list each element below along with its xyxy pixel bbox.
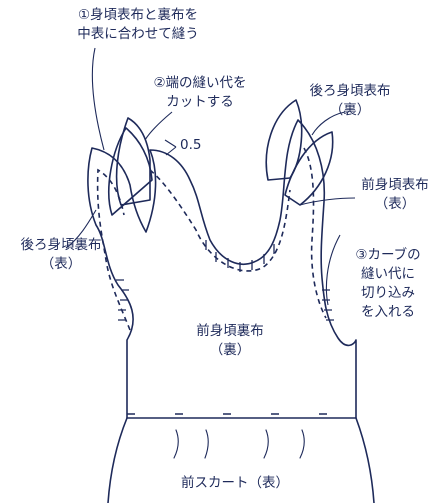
- step2-line1: ②端の縫い代を: [153, 75, 247, 91]
- clip-marks-neck: [205, 240, 275, 272]
- stitch-line-neck: [149, 169, 291, 272]
- step3-line2: 縫い代に: [361, 266, 415, 282]
- back-lining-line1: 後ろ身頃裏布: [20, 237, 102, 253]
- step1-line2: 中表に合わせて縫う: [77, 26, 199, 42]
- leader-back-lining: [65, 209, 97, 249]
- leader-measure: [164, 139, 177, 156]
- front-outer-label: 前身頃表布 （表）: [350, 176, 440, 214]
- stitch-line-left: [96, 168, 131, 331]
- front-lining-line2: （裏）: [209, 342, 251, 358]
- step2-annotation: ②端の縫い代を カットする: [135, 74, 265, 112]
- back-bodice-outer-piece: [115, 117, 151, 206]
- stitch-line-right: [303, 147, 327, 319]
- front-bodice-outer-right: [284, 131, 334, 206]
- step3-annotation: ③カーブの 縫い代に 切り込み を入れる: [342, 246, 434, 322]
- step1-line1: ①身頃表布と裏布を: [77, 7, 199, 23]
- leader-back-outer: [311, 111, 346, 136]
- back-lining-label: 後ろ身頃裏布 （表）: [6, 236, 116, 274]
- leader-front-outer: [299, 197, 356, 206]
- front-outer-line2: （表）: [374, 196, 416, 212]
- step1-annotation: ①身頃表布と裏布を 中表に合わせて縫う: [48, 6, 228, 44]
- back-outer-line2: （裏）: [329, 102, 371, 118]
- front-lining-outline: [87, 119, 357, 419]
- skirt-outline: [107, 417, 375, 503]
- step3-line4: を入れる: [361, 304, 415, 320]
- seam-allowance-measure: 0.5: [180, 137, 202, 153]
- front-lining-line1: 前身頃裏布: [196, 323, 264, 339]
- step3-line3: 切り込み: [361, 285, 415, 301]
- skirt-label: 前スカート（表）: [181, 475, 289, 491]
- step2-line2: カットする: [166, 94, 234, 110]
- back-lining-line2: （表）: [40, 256, 82, 272]
- leader-step3: [325, 234, 341, 306]
- leader-step2: [144, 111, 173, 141]
- leader-step1: [91, 47, 105, 151]
- back-outer-label: 後ろ身頃表布 （裏）: [290, 82, 410, 120]
- back-outer-line1: 後ろ身頃表布: [309, 83, 391, 99]
- front-lining-label: 前身頃裏布 （裏）: [180, 322, 280, 360]
- front-outer-line1: 前身頃表布: [361, 177, 429, 193]
- clip-marks-left: [116, 279, 129, 321]
- front-bodice-outer-left: [108, 127, 153, 216]
- skirt-gathers: [173, 429, 305, 459]
- step3-line1: ③カーブの: [355, 247, 421, 263]
